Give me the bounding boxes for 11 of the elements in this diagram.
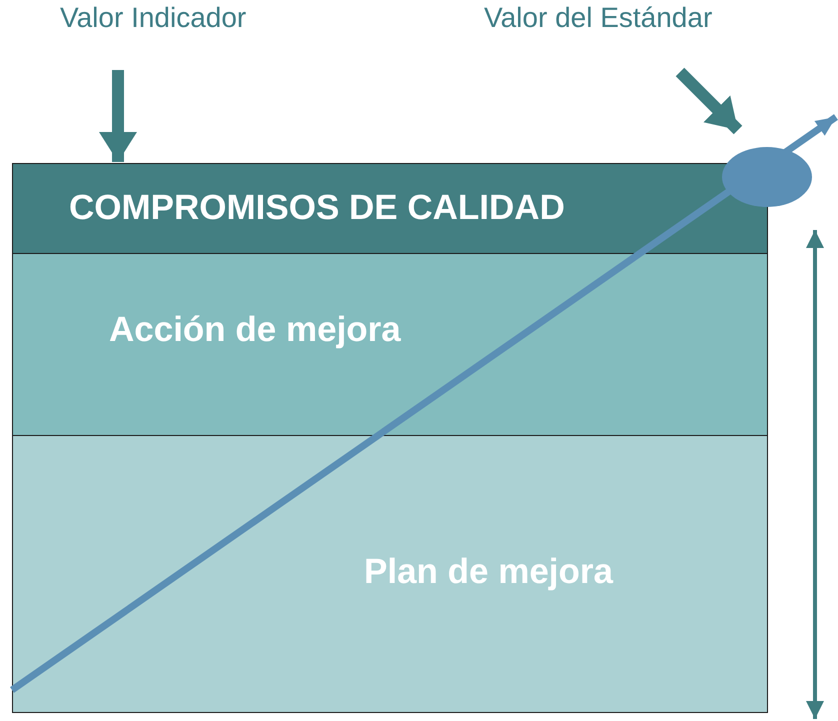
- arrow: [676, 68, 742, 134]
- level-band: [12, 253, 768, 436]
- band-heading: COMPROMISOS DE CALIDAD: [69, 188, 565, 228]
- arrow: [99, 70, 137, 162]
- marker-ellipse: [722, 147, 812, 207]
- header-band: [12, 163, 768, 254]
- band-label: Plan de mejora: [364, 552, 613, 592]
- value-label: Valor del Estándar: [484, 2, 712, 34]
- value-label: Valor Indicador: [60, 2, 246, 34]
- level-band: [12, 435, 768, 713]
- band-label: Acción de mejora: [109, 310, 401, 350]
